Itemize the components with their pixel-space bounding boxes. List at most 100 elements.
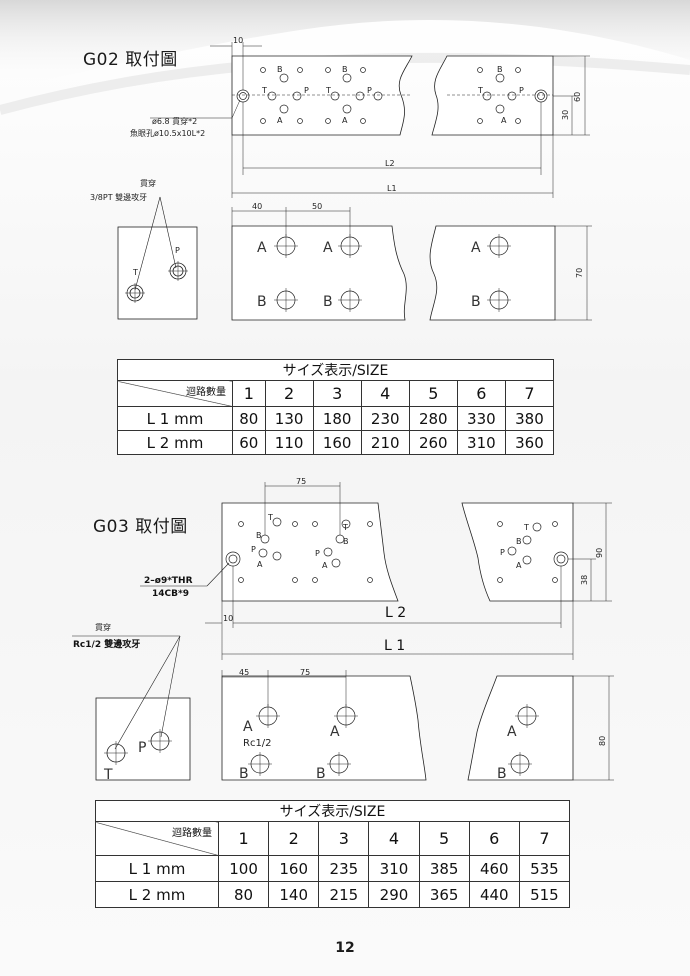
g03-cell: 140 xyxy=(268,881,320,908)
g02-top-label-b3: B xyxy=(497,65,503,74)
g03-thread-label: Rc1/2 雙邊攻牙 xyxy=(73,638,140,650)
g02-top-label-p2: P xyxy=(367,86,372,95)
g02-top-label-b2: B xyxy=(342,65,348,74)
g03-dim-90: 90 xyxy=(595,548,604,558)
g03-front-port-a3: A xyxy=(507,724,517,740)
g02-side-view: T P 貫穿 3/8PT 雙邊攻牙 xyxy=(90,178,198,320)
g03-header-7: 7 xyxy=(518,821,571,856)
g02-cell: 310 xyxy=(456,430,506,455)
g03-dim-45: 45 xyxy=(239,668,249,677)
g02-top-label-t1: T xyxy=(261,86,267,95)
g02-front-port-b2: B xyxy=(323,294,333,310)
g02-top-view: 10 60 30 L2 L1 ø6.8 貫穿*2 魚眼孔ø10.5x10L*2 xyxy=(130,36,590,198)
g02-title: G02 取付圖 xyxy=(83,50,178,70)
g03-header-2: 2 xyxy=(268,821,320,856)
g03-through-label: 貫穿 xyxy=(95,622,111,632)
g02-front-port-a2: A xyxy=(323,240,333,256)
g02-top-label-a1: A xyxy=(277,116,283,125)
g02-header-2: 2 xyxy=(264,380,314,407)
g03-row-l1-label: L 1 mm xyxy=(95,855,219,882)
g03-cell: 160 xyxy=(268,855,320,882)
g03-size-table: サイズ表示/SIZE 迴路數量 1 2 3 4 5 6 7 L 1 mm 100… xyxy=(95,800,571,908)
g03-cell: 235 xyxy=(318,855,370,882)
g03-cell: 385 xyxy=(418,855,470,882)
g03-dim-80: 80 xyxy=(598,736,607,746)
g02-port-t: T xyxy=(132,268,138,277)
g03-top-label-a2: A xyxy=(322,561,328,570)
g02-cell: 380 xyxy=(504,406,555,431)
g02-cell: 80 xyxy=(232,406,266,431)
g03-header-1: 1 xyxy=(217,821,270,856)
g03-bolt-callout: 2–ø9*THR xyxy=(144,576,193,586)
g03-side-view: T P 貫穿 Rc1/2 雙邊攻牙 xyxy=(72,622,191,783)
g02-top-port-labels: B B B T T T P P P A A A xyxy=(261,65,524,125)
g03-front-port-b1: B xyxy=(239,766,249,782)
g02-cell: 260 xyxy=(408,430,458,455)
g02-top-label-b1: B xyxy=(277,65,283,74)
g03-top-view: 75 90 38 10 L 2 L 1 2–ø9*THR 14CB*9 xyxy=(140,477,612,660)
g02-cell: 60 xyxy=(232,430,266,455)
g03-dim-10: 10 xyxy=(223,614,233,623)
g02-front-port-a1: A xyxy=(257,240,267,256)
g02-front-port-a3: A xyxy=(471,240,481,256)
g02-cell: 360 xyxy=(504,430,555,455)
g02-top-label-a3: A xyxy=(501,116,507,125)
g02-top-label-p3: P xyxy=(519,86,524,95)
g03-header-3: 3 xyxy=(318,821,370,856)
g03-cell: 215 xyxy=(318,881,370,908)
g03-front-view: A A A B B B Rc1/2 45 75 80 xyxy=(221,668,614,782)
g02-table-corner: 迴路數量 xyxy=(117,380,233,407)
g03-top-label-t1: T xyxy=(267,513,273,522)
g02-header-7: 7 xyxy=(504,380,555,407)
g03-top-label-p3: P xyxy=(500,548,505,557)
g03-top-label-p1: P xyxy=(251,545,256,554)
g03-cell: 440 xyxy=(468,881,520,908)
g02-counterbore-callout: 魚眼孔ø10.5x10L*2 xyxy=(130,128,205,138)
g03-top-label-a1: A xyxy=(257,560,263,569)
g02-dim-l2: L2 xyxy=(385,159,395,168)
g03-header-6: 6 xyxy=(468,821,520,856)
g03-front-port-b2: B xyxy=(316,766,326,782)
g02-dim-70: 70 xyxy=(575,268,584,278)
g03-title: G03 取付圖 xyxy=(93,517,188,537)
g02-header-4: 4 xyxy=(360,380,410,407)
g03-corner-label: 迴路數量 xyxy=(172,828,212,839)
g02-cell: 210 xyxy=(360,430,410,455)
g02-header-5: 5 xyxy=(408,380,458,407)
g02-top-holes xyxy=(236,67,548,124)
g03-cell: 535 xyxy=(518,855,571,882)
g02-cell: 130 xyxy=(264,406,314,431)
g02-header-3: 3 xyxy=(312,380,362,407)
g03-cell: 80 xyxy=(217,881,270,908)
g03-front-port-b3: B xyxy=(497,766,507,782)
g02-table-caption: サイズ表示/SIZE xyxy=(117,359,554,381)
g03-cell: 100 xyxy=(217,855,270,882)
g02-front-port-b3: B xyxy=(471,294,481,310)
g03-top-label-t3: T xyxy=(523,523,529,532)
g02-port-p: P xyxy=(175,246,180,255)
g03-top-label-p2: P xyxy=(315,549,320,558)
g02-dim-40: 40 xyxy=(252,202,262,211)
g02-cell: 280 xyxy=(408,406,458,431)
g02-cell: 180 xyxy=(312,406,362,431)
g02-dim-l1: L1 xyxy=(387,184,397,193)
g03-top-label-a3: A xyxy=(516,561,522,570)
g03-counterbore-callout: 14CB*9 xyxy=(152,589,189,599)
g03-top-label-b1: B xyxy=(256,531,262,540)
g03-port-t: T xyxy=(103,767,113,783)
g03-cell: 460 xyxy=(468,855,520,882)
g03-dim-75: 75 xyxy=(296,477,306,486)
g03-cell: 290 xyxy=(368,881,420,908)
g03-header-5: 5 xyxy=(418,821,470,856)
g02-top-label-p1: P xyxy=(304,86,309,95)
g03-cell: 310 xyxy=(368,855,420,882)
g02-thread-label: 3/8PT 雙邊攻牙 xyxy=(90,192,147,202)
g02-dim-60: 60 xyxy=(573,92,582,102)
page-number: 12 xyxy=(335,940,355,956)
g03-port-p: P xyxy=(138,740,146,756)
g03-header-4: 4 xyxy=(368,821,420,856)
g02-header-1: 1 xyxy=(232,380,266,407)
g02-top-label-t2: T xyxy=(325,86,331,95)
g02-dim-10: 10 xyxy=(233,36,243,45)
